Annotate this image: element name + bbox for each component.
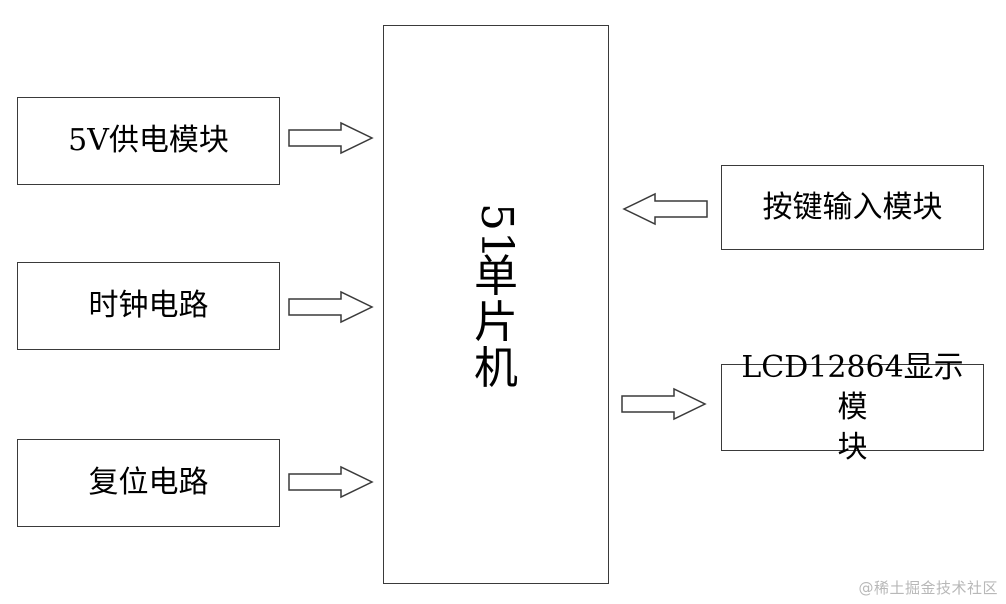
power-supply-label: 5V供电模块 xyxy=(68,123,229,158)
key-input-label: 按键输入模块 xyxy=(762,189,943,225)
lcd-display-block: LCD12864显示模 块 xyxy=(721,350,984,465)
arrow-right-shape xyxy=(621,387,707,421)
mcu-label-char: 单 xyxy=(474,251,518,302)
clock-circuit-label: 时钟电路 xyxy=(88,288,209,323)
mcu-label: 51 单 片 机 xyxy=(466,203,526,394)
arrow-mcu-to-lcd xyxy=(621,387,707,421)
arrow-right-shape xyxy=(288,121,374,155)
mcu-label-char: 片 xyxy=(474,297,518,348)
arrow-left-shape xyxy=(622,192,708,226)
mcu-label-char: 机 xyxy=(474,343,518,394)
power-supply-block: 5V供电模块 xyxy=(17,97,280,185)
key-input-block: 按键输入模块 xyxy=(721,165,984,250)
reset-circuit-block: 复位电路 xyxy=(17,439,280,527)
mcu-block: 51 单 片 机 xyxy=(383,25,609,584)
lcd-display-label-line1: LCD12864显示模 xyxy=(741,349,964,425)
lcd-display-label-line2: 块 xyxy=(837,429,868,465)
arrow-right-shape xyxy=(288,465,374,499)
lcd-display-label: LCD12864显示模 块 xyxy=(730,348,975,468)
arrow-key-to-mcu xyxy=(622,192,708,226)
clock-circuit-block: 时钟电路 xyxy=(17,262,280,350)
mcu-label-number: 51 xyxy=(471,203,522,259)
arrow-right-shape xyxy=(288,290,374,324)
reset-circuit-label: 复位电路 xyxy=(88,465,209,500)
arrow-power-to-mcu xyxy=(288,121,374,155)
watermark-text: @稀土掘金技术社区 xyxy=(858,579,998,597)
arrow-reset-to-mcu xyxy=(288,465,374,499)
arrow-clock-to-mcu xyxy=(288,290,374,324)
